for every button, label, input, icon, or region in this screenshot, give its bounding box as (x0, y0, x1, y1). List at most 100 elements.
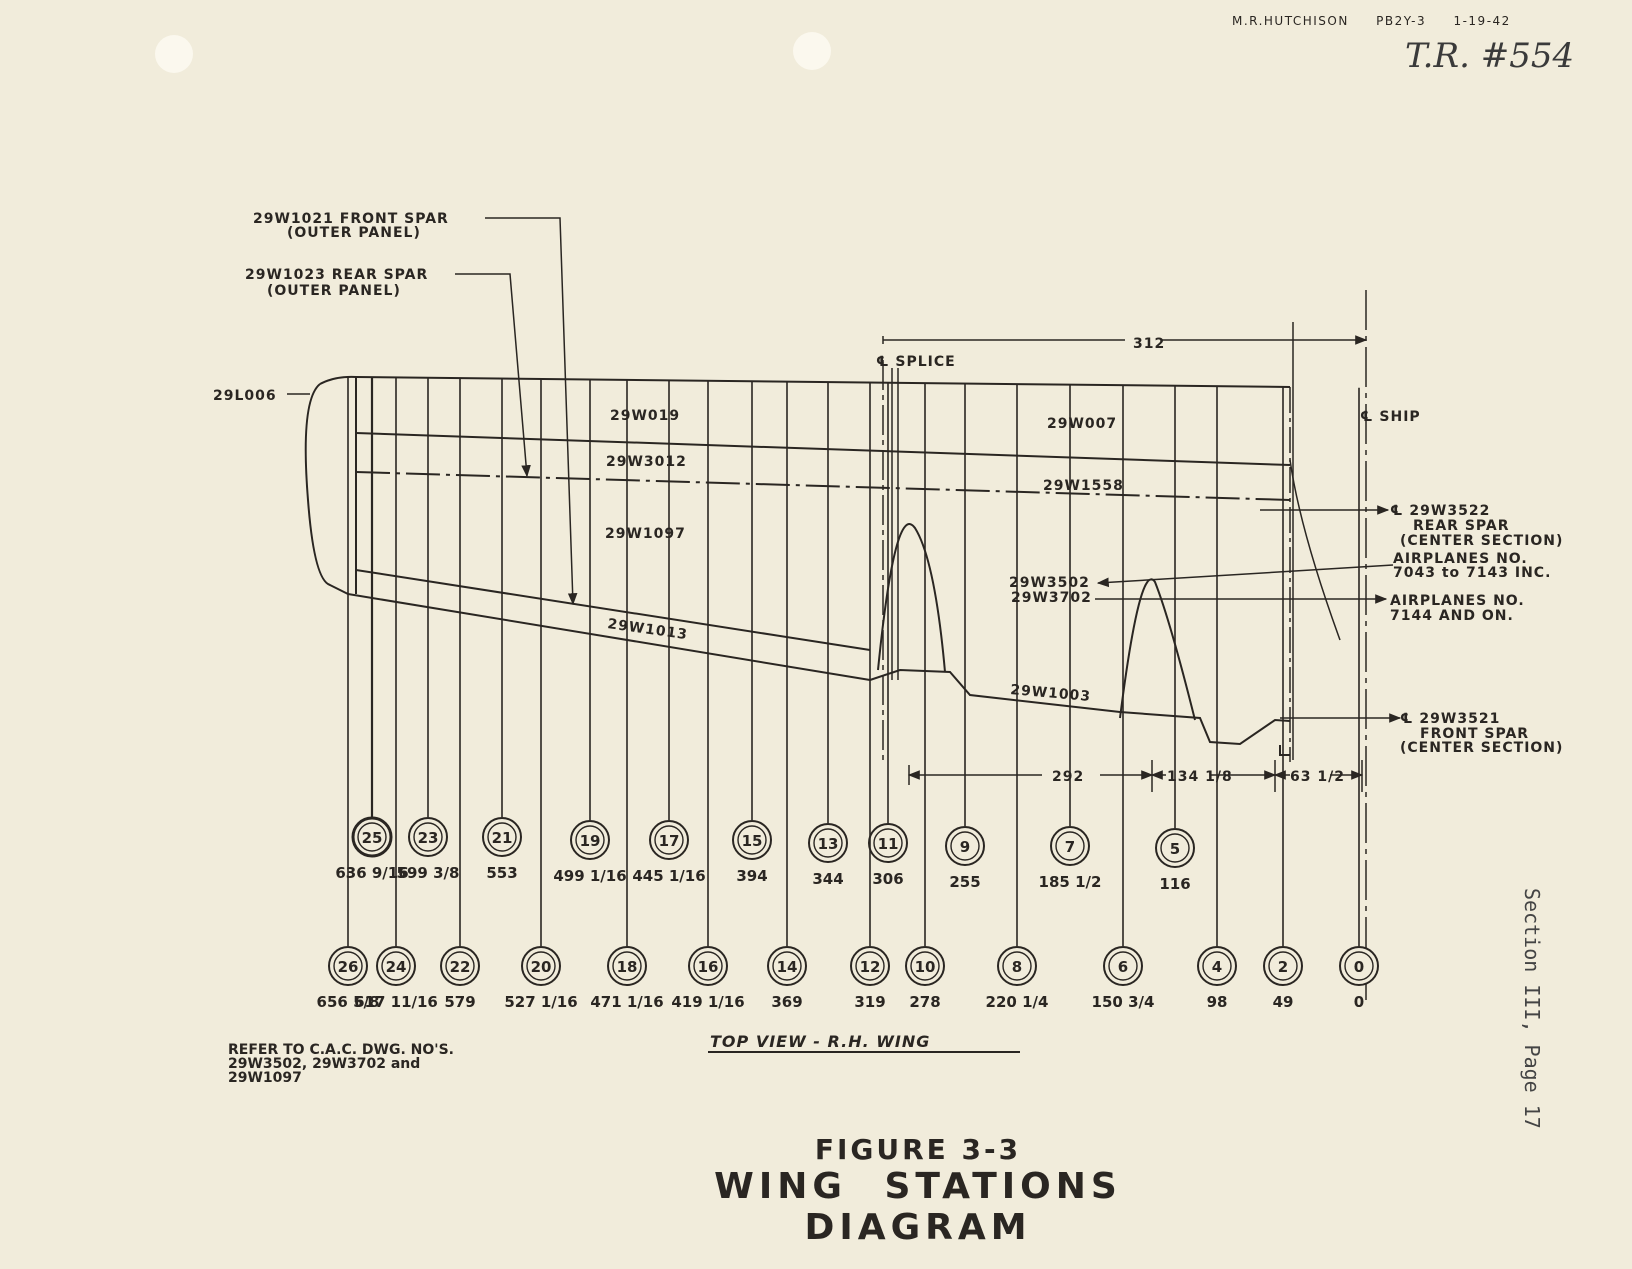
part-label: 29W1003 (1010, 682, 1092, 705)
airplanes-range-sub: 7043 to 7143 INC. (1393, 565, 1551, 581)
station-number: 21 (492, 829, 513, 847)
station-circle-inner (693, 951, 723, 981)
station-circle-inner (1344, 951, 1374, 981)
station-value: 116 (1159, 875, 1190, 893)
station-number: 4 (1212, 958, 1222, 976)
part-label: 29W3502 (1009, 575, 1090, 591)
station-circle-inner (855, 951, 885, 981)
station-value: 471 1/16 (590, 993, 663, 1011)
station-circle-inner (950, 831, 980, 861)
reference-line: 29W1097 (228, 1070, 302, 1086)
station-circle-inner (1055, 831, 1085, 861)
station-number: 7 (1065, 838, 1075, 856)
station-circle-inner (575, 825, 605, 855)
dimension-lines (882, 335, 1368, 792)
station-value: 527 1/16 (504, 993, 577, 1011)
reference-note: REFER TO C.A.C. DWG. NO'S. 29W3502, 29W3… (228, 1043, 454, 1085)
station-circle-inner (1160, 833, 1190, 863)
view-title: TOP VIEW - R.H. WING (710, 1032, 930, 1051)
dim-63-label: 63 1/2 (1290, 769, 1345, 785)
dim-134-label: 134 1/8 (1167, 769, 1233, 785)
rear-spar-center-sub2: (CENTER SECTION) (1400, 533, 1563, 549)
punch-hole (155, 35, 193, 73)
station-value: 617 11/16 (354, 993, 438, 1011)
station-circle-inner (910, 951, 940, 981)
station-number: 9 (960, 838, 970, 856)
part-label: 29W007 (1047, 416, 1117, 432)
airplanes-later-label: AIRPLANES NO. (1390, 593, 1525, 609)
station-number: 17 (659, 832, 680, 850)
station-circle-inner (333, 951, 363, 981)
header-stamp: M.R.HUTCHISON PB2Y-3 1-19-42 (1232, 14, 1533, 28)
station-circle-inner (1108, 951, 1138, 981)
station-circle-inner (873, 828, 903, 858)
station-value: 220 1/4 (986, 993, 1049, 1011)
reference-line: 29W3502, 29W3702 and (228, 1056, 421, 1072)
part-label: 29W1097 (605, 526, 686, 542)
station-number: 20 (531, 958, 552, 976)
part-label: 29W019 (610, 408, 680, 424)
author-text: M.R.HUTCHISON (1232, 14, 1349, 28)
station-number: 11 (878, 835, 899, 853)
station-circle-inner (487, 822, 517, 852)
front-spar-center-label: ℄ 29W3521 (1400, 711, 1500, 727)
station-number: 12 (860, 958, 881, 976)
wing-outline (304, 375, 1341, 762)
splice-label: ℄ SPLICE (876, 354, 956, 370)
spar-leaders (287, 217, 1402, 723)
station-number: 25 (362, 829, 383, 847)
station-number: 6 (1118, 958, 1128, 976)
dim-312-label: 312 (1133, 336, 1165, 352)
station-circle-inner (813, 828, 843, 858)
station-circle-inner (381, 951, 411, 981)
airplanes-range-label: AIRPLANES NO. (1393, 551, 1528, 567)
station-value: 656 5/8 (317, 993, 380, 1011)
station-number: 15 (742, 832, 763, 850)
station-number: 5 (1170, 840, 1180, 858)
station-value: 185 1/2 (1039, 873, 1102, 891)
station-value: 369 (771, 993, 802, 1011)
punch-hole (793, 32, 831, 70)
station-value: 306 (872, 870, 903, 888)
part-label: 29W3702 (1011, 590, 1092, 606)
model-text: PB2Y-3 (1376, 14, 1427, 28)
station-circle-inner (526, 951, 556, 981)
station-value: 553 (486, 864, 517, 882)
station-circle-inner (1002, 951, 1032, 981)
station-value: 579 (444, 993, 475, 1011)
station-number: 18 (617, 958, 638, 976)
station-number: 26 (338, 958, 359, 976)
station-circle-inner (357, 822, 387, 852)
station-value: 49 (1273, 993, 1294, 1011)
station-circle-inner (612, 951, 642, 981)
ship-label: ℄ SHIP (1360, 409, 1421, 425)
station-value: 394 (736, 867, 767, 885)
rear-spar-outer-label: 29W1023 REAR SPAR (245, 267, 428, 283)
station-circle-inner (445, 951, 475, 981)
station-number: 24 (386, 958, 407, 976)
station-value: 419 1/16 (671, 993, 744, 1011)
station-circle-inner (737, 825, 767, 855)
front-spar-outer-label: 29W1021 FRONT SPAR (253, 211, 449, 227)
station-number: 8 (1012, 958, 1022, 976)
station-value: 278 (909, 993, 940, 1011)
station-value: 98 (1207, 993, 1228, 1011)
station-number: 14 (777, 958, 798, 976)
reference-line: REFER TO C.A.C. DWG. NO'S. (228, 1042, 454, 1058)
date-text: 1-19-42 (1453, 14, 1511, 28)
station-circle-inner (654, 825, 684, 855)
station-number: 0 (1354, 958, 1364, 976)
station-value: 599 3/8 (397, 864, 460, 882)
tip-part-label: 29L006 (213, 388, 277, 404)
figure-title: WING STATIONS DIAGRAM (714, 1166, 1122, 1248)
centerlines (882, 290, 1367, 1000)
station-value: 150 3/4 (1092, 993, 1155, 1011)
station-number: 10 (915, 958, 936, 976)
station-number: 16 (698, 958, 719, 976)
station-number: 23 (418, 829, 439, 847)
figure-number: FIGURE 3-3 (814, 1133, 1022, 1166)
station-number: 19 (580, 832, 601, 850)
station-number: 13 (818, 835, 839, 853)
